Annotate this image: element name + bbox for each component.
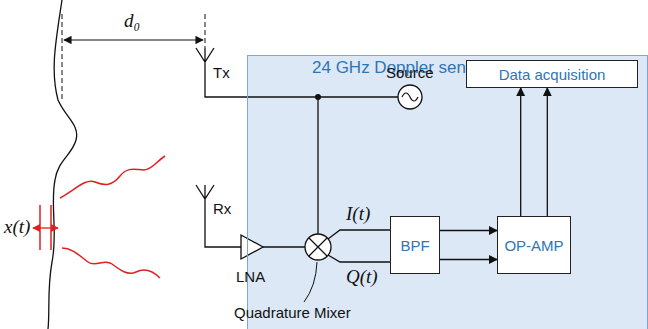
signal-label: I(t): [346, 203, 370, 226]
distance-arrow: [64, 39, 203, 40]
leader-line: [304, 262, 317, 302]
q-wire: [328, 255, 390, 262]
rx-antenna: [196, 185, 241, 247]
rf-wire: [263, 246, 305, 247]
antenna-label: Tx: [213, 64, 230, 82]
signal-arrow: [547, 88, 548, 216]
box-label: Data acquisition: [499, 66, 606, 83]
box-label: BPF: [400, 237, 429, 254]
signal-arrow: [520, 88, 521, 216]
displacement-arrow: [33, 227, 58, 228]
sensor-background: [247, 55, 648, 329]
signal-arrow: [440, 230, 497, 231]
reference-line: [62, 14, 63, 100]
body-surface: [48, 0, 77, 329]
process-box: Data acquisition: [466, 60, 638, 88]
sine-symbol: [402, 93, 418, 101]
antenna-label: Rx: [213, 200, 231, 218]
component-label: LNA: [236, 268, 265, 286]
mixer-cross: [309, 238, 327, 256]
amplifier-box: OP-AMP: [497, 216, 571, 274]
box-label: OP-AMP: [504, 237, 563, 254]
source-symbol: [398, 85, 422, 109]
signal-label: Q(t): [346, 266, 378, 289]
dimension-label: d₀: [124, 10, 140, 33]
reference-line: [205, 14, 206, 48]
transmitted-wave: [60, 156, 165, 198]
lo-wire: [317, 97, 318, 234]
signal-arrow: [440, 259, 497, 260]
reflected-wave: [62, 248, 160, 278]
signal-label: x(t): [4, 216, 30, 239]
i-wire: [328, 230, 390, 239]
filter-box: BPF: [390, 216, 440, 274]
lna-symbol: [241, 235, 263, 259]
component-label: Quadrature Mixer: [234, 304, 351, 322]
component-label: Source: [386, 64, 434, 82]
sensor-housing: 24 GHz Doppler sensorData acquisitionBPF…: [247, 55, 648, 329]
mixer-symbol: [305, 234, 331, 260]
